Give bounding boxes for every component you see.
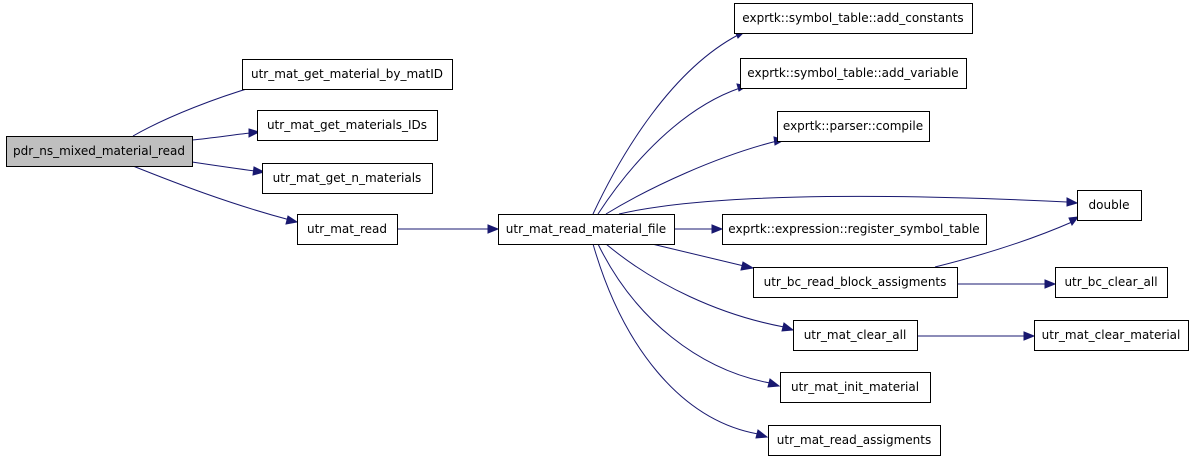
node-utr-bc-read-block-assigments[interactable]: utr_bc_read_block_assigments: [753, 267, 958, 298]
edges: [132, 30, 1080, 439]
edge-line: [605, 243, 785, 328]
edge-line: [592, 243, 759, 435]
edge-utr_mat_read_material_file-to-register_symbol_table: [674, 224, 724, 234]
node-box: [1055, 267, 1168, 298]
arrowhead-icon: [487, 224, 500, 234]
edge-line: [592, 34, 739, 215]
edge-utr_mat_read-to-utr_mat_read_material_file: [397, 224, 500, 234]
node-utr-bc-clear-all[interactable]: utr_bc_clear_all: [1055, 267, 1168, 298]
edge-line: [132, 84, 261, 137]
edge-pdr_ns_mixed_material_read-to-utr_mat_read: [132, 165, 299, 225]
node-box: [242, 59, 453, 90]
node-label: utr_mat_get_material_by_matID: [251, 67, 443, 81]
edge-utr_bc_read_block_assigments-to-utr_bc_clear_all: [957, 279, 1057, 289]
node-label: exprtk::symbol_table::add_variable: [747, 66, 958, 80]
node-pdr-ns-mixed-material-read[interactable]: pdr_ns_mixed_material_read: [6, 136, 193, 167]
node-box: [257, 110, 438, 141]
node-add-variable[interactable]: exprtk::symbol_table::add_variable: [740, 58, 967, 89]
node-label: utr_mat_get_materials_IDs: [267, 118, 427, 132]
nodes: pdr_ns_mixed_material_read utr_mat_get_ma…: [6, 3, 1189, 456]
node-add-constants[interactable]: exprtk::symbol_table::add_constants: [734, 3, 973, 34]
edge-pdr_ns_mixed_material_read-to-utr_mat_get_materials_IDs: [191, 128, 261, 141]
edge-utr_mat_read_material_file-to-utr_bc_read_block_assigments: [651, 243, 755, 271]
node-box: [297, 214, 398, 245]
node-utr-mat-get-n-materials[interactable]: utr_mat_get_n_materials: [262, 163, 433, 194]
node-label: utr_mat_read_material_file: [506, 222, 666, 236]
edge-line: [597, 243, 771, 384]
edge-line: [132, 165, 291, 221]
node-box: [753, 267, 958, 298]
node-box: [793, 320, 918, 351]
node-label: utr_mat_clear_material: [1042, 328, 1181, 342]
arrowhead-icon: [755, 429, 769, 439]
node-label: utr_mat_read_assigments: [777, 433, 931, 447]
node-label: double: [1089, 198, 1130, 212]
node-label: pdr_ns_mixed_material_read: [13, 144, 185, 158]
node-box: [780, 372, 931, 403]
arrowhead-icon: [1023, 331, 1036, 341]
node-register-symbol-table[interactable]: exprtk::expression::register_symbol_tabl…: [722, 214, 987, 245]
node-label: utr_mat_read: [307, 222, 387, 236]
node-utr-mat-get-materials-IDs[interactable]: utr_mat_get_materials_IDs: [257, 110, 438, 141]
edge-line: [191, 161, 256, 172]
node-compile[interactable]: exprtk::parser::compile: [777, 111, 930, 142]
node-box: [262, 163, 433, 194]
edge-utr_mat_read_material_file-to-utr_mat_init_material: [597, 243, 781, 388]
arrowhead-icon: [1066, 197, 1079, 207]
edge-utr_mat_clear_all-to-utr_mat_clear_material: [917, 331, 1036, 341]
node-box: [1034, 320, 1189, 351]
node-box: [777, 111, 930, 142]
edge-line: [597, 87, 741, 215]
node-label: utr_mat_clear_all: [804, 328, 907, 342]
arrowhead-icon: [781, 322, 795, 332]
node-box: [722, 214, 987, 245]
node-utr-mat-get-material-by-matID[interactable]: utr_mat_get_material_by_matID: [242, 59, 453, 90]
edge-pdr_ns_mixed_material_read-to-utr_mat_get_n_materials: [191, 161, 266, 176]
arrowhead-icon: [711, 224, 724, 234]
node-label: exprtk::parser::compile: [783, 119, 923, 133]
edge-line: [618, 195, 1068, 215]
arrowhead-icon: [248, 128, 261, 138]
arrowhead-icon: [767, 378, 781, 388]
node-label: utr_mat_init_material: [791, 380, 919, 394]
arrowhead-icon: [740, 261, 755, 271]
edge-utr_mat_read_material_file-to-double: [618, 195, 1079, 215]
node-label: exprtk::expression::register_symbol_tabl…: [728, 222, 979, 236]
arrowhead-icon: [1044, 279, 1057, 289]
edge-utr_bc_read_block_assigments-to-double: [934, 216, 1080, 268]
node-label: utr_mat_get_n_materials: [273, 171, 422, 185]
edge-utr_mat_read_material_file-to-add_constants: [592, 30, 747, 215]
edge-utr_mat_read_material_file-to-utr_mat_clear_all: [605, 243, 795, 332]
node-box: [1077, 190, 1142, 221]
node-box: [6, 136, 193, 167]
node-box: [734, 3, 973, 34]
node-utr-mat-read[interactable]: utr_mat_read: [297, 214, 398, 245]
node-utr-mat-read-assigments[interactable]: utr_mat_read_assigments: [768, 425, 941, 456]
node-box: [740, 58, 967, 89]
node-utr-mat-init-material[interactable]: utr_mat_init_material: [780, 372, 931, 403]
node-double[interactable]: double: [1077, 190, 1142, 221]
node-label: utr_bc_read_block_assigments: [764, 275, 947, 289]
edge-utr_mat_read_material_file-to-utr_mat_read_assigments: [592, 243, 769, 439]
arrowhead-icon: [1068, 216, 1080, 226]
arrowhead-icon: [252, 166, 266, 176]
arrowhead-icon: [285, 215, 299, 225]
node-label: exprtk::symbol_table::add_constants: [742, 11, 963, 25]
node-box: [768, 425, 941, 456]
node-utr-mat-clear-material[interactable]: utr_mat_clear_material: [1034, 320, 1189, 351]
edge-line: [934, 221, 1073, 268]
edge-line: [191, 132, 251, 141]
edge-utr_mat_read_material_file-to-add_variable: [597, 83, 749, 215]
node-box: [498, 214, 675, 245]
edge-line: [651, 243, 745, 267]
node-utr-mat-clear-all[interactable]: utr_mat_clear_all: [793, 320, 918, 351]
edge-line: [605, 140, 778, 215]
node-utr-mat-read-material-file[interactable]: utr_mat_read_material_file: [498, 214, 675, 245]
node-label: utr_bc_clear_all: [1064, 275, 1157, 289]
